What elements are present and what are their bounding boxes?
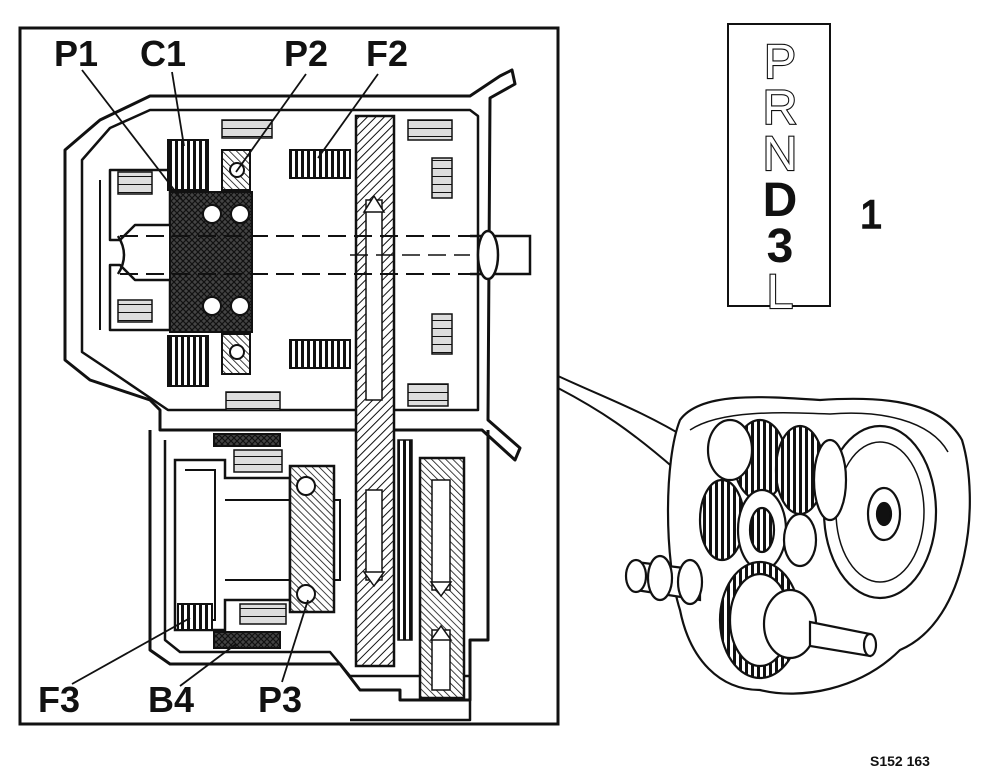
gearbox-3d-illustration (624, 396, 971, 695)
label-p1: P1 (54, 33, 98, 74)
b4-band (213, 631, 281, 649)
gear-position-n: N (763, 128, 798, 181)
drawing-code: S152 163 (870, 753, 930, 769)
callout-leader (557, 375, 691, 471)
label-b4: B4 (148, 679, 194, 720)
gear-position-p: P (764, 36, 796, 89)
label-f3: F3 (38, 679, 80, 720)
output-gear (397, 439, 466, 700)
f2-element-lower (289, 339, 351, 369)
clutch-springs (117, 119, 453, 625)
label-p3: P3 (258, 679, 302, 720)
f3-element (177, 603, 213, 631)
planetary-set-p1-p2 (167, 139, 253, 387)
main-shaft (116, 229, 532, 281)
gear-position-l: L (767, 266, 794, 319)
cross-section-drawing (63, 68, 522, 722)
chain-drive (354, 114, 396, 668)
label-p2: P2 (284, 33, 328, 74)
label-leaders (71, 69, 379, 687)
gear-selector-panel (727, 23, 831, 307)
gear-position-d: D (763, 174, 798, 227)
b4-band-upper (213, 433, 281, 447)
figure-number: 1 (860, 193, 882, 237)
gear-position-3: 3 (767, 220, 794, 273)
label-f2: F2 (366, 33, 408, 74)
gear-position-r: R (763, 82, 798, 135)
label-c1: C1 (140, 33, 186, 74)
